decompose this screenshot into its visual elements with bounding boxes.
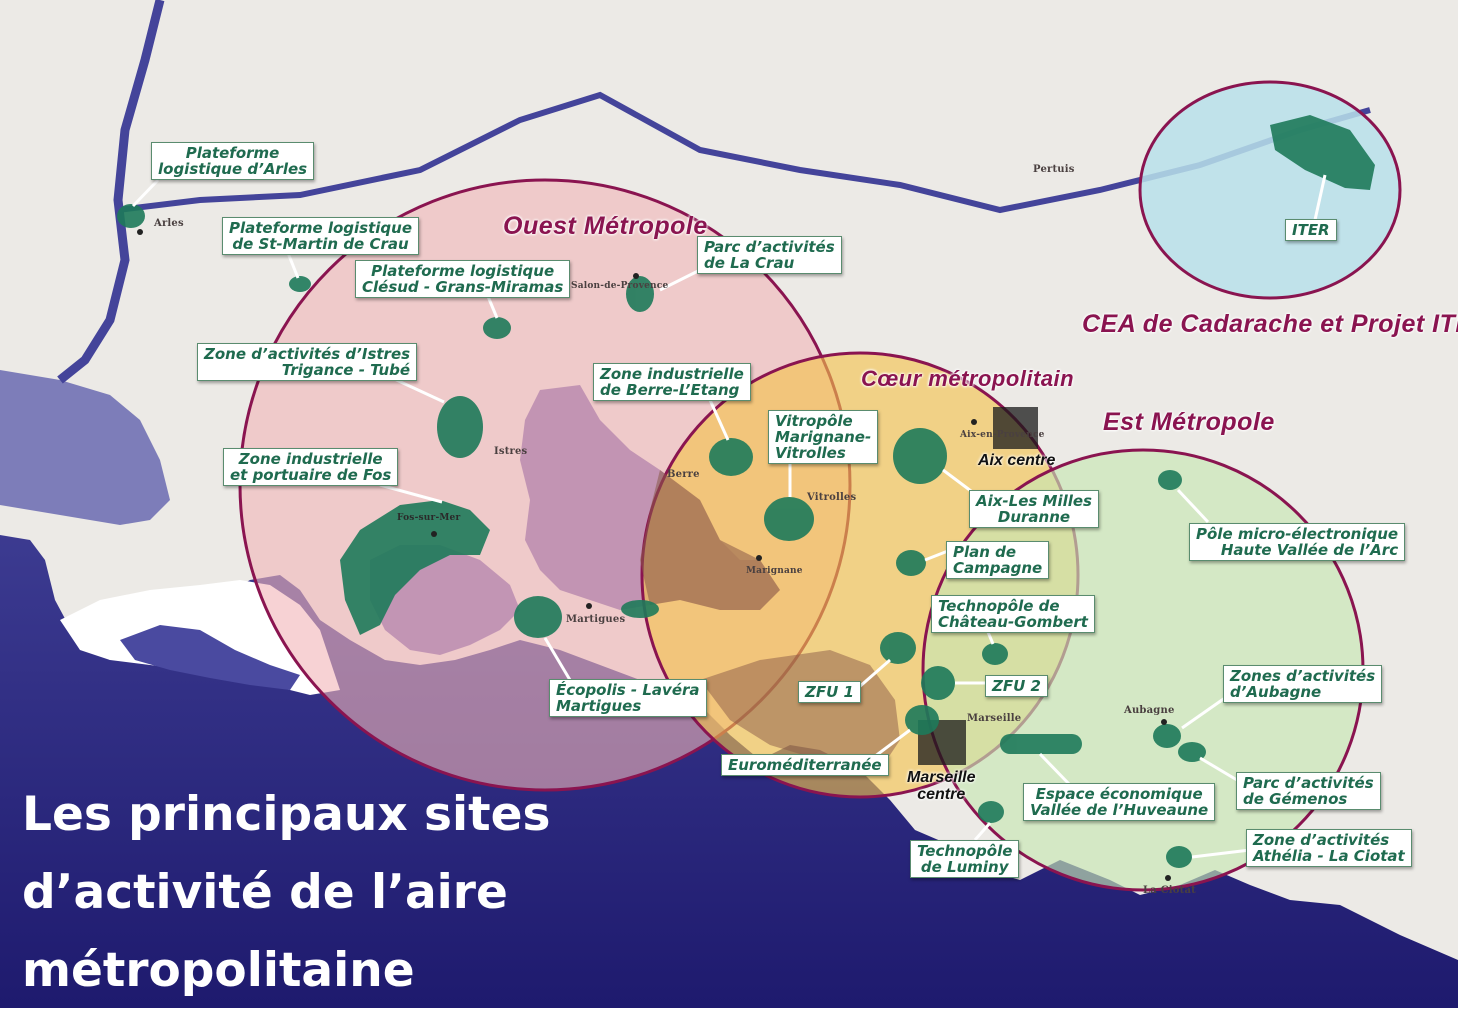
site-iter bbox=[1270, 115, 1375, 190]
site-ecopolis bbox=[514, 596, 562, 638]
town-fos: Fos-sur-Mer bbox=[397, 513, 461, 523]
town-martigues: Martigues bbox=[566, 614, 626, 625]
town-laciotat: La Ciotat bbox=[1143, 885, 1196, 896]
site-zfu2 bbox=[921, 666, 955, 700]
camargue-ponds bbox=[120, 625, 300, 690]
site-micro bbox=[1158, 470, 1182, 490]
site-clesud bbox=[483, 317, 511, 339]
town-salon: Salon-de-Provence bbox=[571, 281, 669, 291]
zone-title-coeur: Cœur métropolitain bbox=[861, 366, 1075, 391]
site-euromed bbox=[905, 705, 939, 735]
rhone-river bbox=[57, 0, 165, 384]
zone-circle-cea bbox=[1138, 80, 1402, 300]
camargue-wetlands bbox=[0, 370, 170, 525]
site-plancampagne bbox=[896, 550, 926, 576]
aix-centre-square bbox=[993, 407, 1038, 449]
town-istres: Istres bbox=[494, 446, 528, 457]
label-site-iter: ITER bbox=[1285, 219, 1337, 241]
town-berre: Berre bbox=[667, 469, 700, 480]
site-chateaugombert bbox=[982, 643, 1008, 665]
town-arles: Arles bbox=[154, 218, 184, 229]
page-title-line-3: métropolitaine bbox=[22, 943, 415, 998]
site-huveaune bbox=[1000, 734, 1082, 754]
site-lavera bbox=[621, 600, 659, 618]
zone-title-ouest: Ouest Métropole bbox=[503, 212, 708, 240]
site-istres bbox=[437, 396, 483, 458]
site-athelia bbox=[1166, 846, 1192, 868]
label-site-zfu2: ZFU 2 bbox=[985, 675, 1048, 697]
etang-overlay bbox=[640, 470, 780, 610]
zone-title-est: Est Métropole bbox=[1103, 408, 1275, 436]
page-title: Les principaux sites d’activité de l’air… bbox=[22, 776, 642, 1010]
town-aubagne: Aubagne bbox=[1124, 705, 1175, 716]
town-aix: Aix-en-Provence bbox=[960, 430, 1045, 440]
site-berre bbox=[709, 438, 753, 476]
town-marignane: Marignane bbox=[746, 566, 803, 576]
site-aixmilles bbox=[893, 428, 947, 484]
site-stmartin bbox=[289, 276, 311, 292]
site-fos bbox=[340, 500, 490, 635]
label-site-euromed: Euroméditerranée bbox=[721, 754, 889, 776]
site-zfu1 bbox=[880, 632, 916, 664]
marseille-centre-line-1: Marseille bbox=[907, 769, 976, 786]
town-vitrolles: Vitrolles bbox=[807, 492, 857, 503]
zone-title-cea: CEA de Cadarache et Projet ITER bbox=[1082, 310, 1458, 338]
site-lacrau bbox=[626, 276, 654, 312]
site-arles bbox=[117, 204, 145, 228]
activity-sites bbox=[117, 115, 1375, 868]
site-gemenos bbox=[1178, 742, 1206, 762]
town-pertuis: Pertuis bbox=[1033, 164, 1075, 175]
site-aubagne bbox=[1153, 724, 1181, 748]
marseille-bay bbox=[700, 650, 900, 770]
town-dots bbox=[137, 229, 1171, 881]
site-vitropole bbox=[764, 497, 814, 541]
page-title-line-1: Les principaux sites bbox=[22, 787, 551, 842]
town-marseille: Marseille bbox=[967, 713, 1022, 724]
aix-centre-label: Aix centre bbox=[978, 452, 1056, 469]
marseille-centre-label: Marseille centre bbox=[907, 769, 975, 803]
site-luminy bbox=[978, 801, 1004, 823]
page-title-line-2: d’activité de l’aire bbox=[22, 865, 508, 920]
marseille-centre-line-2: centre bbox=[917, 786, 966, 803]
label-site-zfu1: ZFU 1 bbox=[798, 681, 861, 703]
